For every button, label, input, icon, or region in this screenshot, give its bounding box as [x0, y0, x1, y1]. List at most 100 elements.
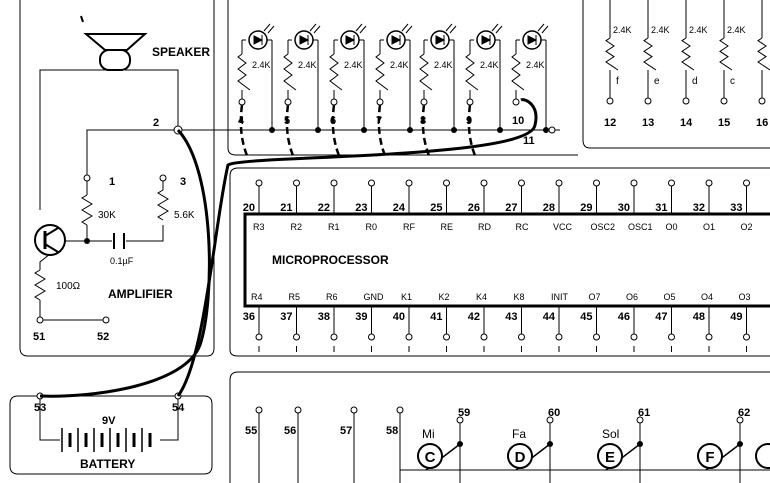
key-button[interactable]	[417, 443, 443, 469]
pin-terminal	[593, 333, 600, 341]
speaker-tick	[80, 15, 84, 23]
pin-name: K4	[476, 292, 487, 302]
key-letter: D	[515, 449, 526, 466]
pin-number: 21	[280, 202, 292, 214]
led-diode-symbol	[481, 35, 492, 45]
led-resistor-label: 2.4K	[526, 60, 545, 70]
pin-name: RD	[478, 222, 491, 232]
segment-letter: d	[692, 76, 698, 87]
bus-junction	[269, 127, 275, 133]
bus-junction	[361, 127, 367, 133]
pin-number: 47	[655, 311, 667, 323]
key-terminal: 56	[284, 406, 302, 483]
segment-resistor	[643, 37, 657, 71]
pin-number: 26	[468, 202, 480, 214]
key-letter: C	[425, 449, 436, 466]
segment-resistor-label: 2.4K	[613, 25, 632, 35]
key-button-partial	[755, 443, 770, 469]
led-terminal	[512, 98, 520, 106]
led-emission-arrows	[445, 23, 457, 34]
led-resistor	[465, 53, 479, 91]
led-terminal	[420, 98, 428, 106]
amplifier-components: 2 1 3 30K 5.6K 0.1µF 100Ω AMPLIFIER 51 5…	[33, 117, 195, 343]
led-jumper	[285, 104, 296, 159]
pin-terminal	[743, 179, 750, 187]
pin-terminal	[480, 333, 488, 341]
pin-name: R5	[289, 292, 301, 302]
led-resistor-label: 2.4K	[390, 60, 409, 70]
led-resistor	[237, 53, 251, 91]
key-terminal: 55	[245, 406, 263, 483]
led-panel	[227, 0, 578, 156]
pin-name: R1	[328, 222, 340, 232]
led-terminal	[284, 98, 292, 106]
segment-terminal	[758, 97, 766, 105]
microprocessor: MICROPROCESSOR 20R321R222R123R024RF25RE2…	[243, 179, 770, 352]
led-resistor-label: 2.4K	[434, 60, 453, 70]
pin-name: O7	[589, 292, 601, 302]
pin-name: RF	[403, 222, 415, 232]
key-terminal-label: 56	[284, 425, 296, 437]
key-button[interactable]	[597, 443, 623, 469]
terminal-52	[102, 316, 110, 324]
segment-resistor-label: 2.4K	[689, 25, 708, 35]
pin-name: O5	[664, 292, 676, 302]
segment-resistor	[757, 37, 770, 71]
resistor-30k	[81, 194, 93, 226]
pin-name: O2	[741, 222, 753, 232]
led-resistor	[375, 53, 389, 91]
key-letter: E	[605, 449, 615, 466]
terminal-1	[83, 174, 91, 182]
led-terminal	[466, 98, 474, 106]
terminal-label-53: 53	[34, 402, 46, 414]
key-note-label: Mi	[422, 427, 435, 441]
led-diode-symbol	[527, 35, 538, 45]
pin-terminal	[668, 179, 675, 187]
terminal-11	[548, 126, 556, 134]
bus-junction	[407, 127, 413, 133]
pin-name: OSC2	[591, 222, 616, 232]
segment-letter: f	[616, 76, 619, 87]
led-jumper	[467, 104, 478, 159]
microprocessor-body	[243, 212, 770, 308]
led-resistor	[419, 53, 433, 91]
pin-name: VCC	[553, 222, 573, 232]
led-resistor	[283, 53, 297, 91]
pin-number: 20	[243, 202, 255, 214]
battery-wire-left	[39, 397, 60, 441]
label-capacitor: 0.1µF	[110, 256, 134, 266]
pin-number: 46	[618, 311, 630, 323]
key-button[interactable]	[697, 443, 723, 469]
speaker-cone	[83, 33, 148, 51]
label-30k: 30K	[98, 210, 116, 221]
pin-name: R6	[326, 292, 338, 302]
key-switch: 62F	[697, 407, 750, 483]
pin-number: 37	[280, 311, 292, 323]
key-button[interactable]	[507, 443, 533, 469]
segment-resistor-label: 2.4K	[651, 25, 670, 35]
pin-bottom: O4 48	[693, 292, 713, 341]
pin-number: 40	[393, 311, 405, 323]
segment-terminal-label: 16	[756, 117, 768, 129]
pin-terminal	[480, 179, 488, 187]
led-resistor	[329, 53, 343, 91]
key-terminal-dot	[396, 406, 404, 414]
bus-junction	[543, 127, 549, 133]
transistor-emitter	[44, 243, 59, 253]
pin-name: K8	[514, 292, 525, 302]
pin-bottom: O5 47	[655, 292, 676, 341]
pin-name: O4	[701, 292, 713, 302]
pin-number: 48	[693, 311, 705, 323]
